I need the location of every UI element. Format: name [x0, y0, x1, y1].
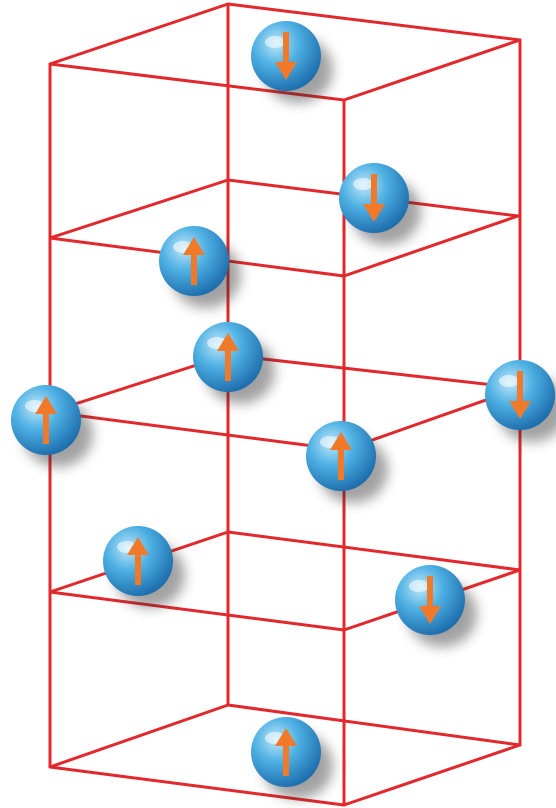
atom-lower-left	[103, 526, 185, 608]
atom-center-back	[193, 322, 275, 404]
lattice-edge-l3-2	[50, 592, 344, 630]
atom-bottom-front	[251, 717, 333, 799]
atom-highlight	[265, 36, 285, 48]
atom-upper-right	[339, 163, 421, 245]
atom-lower-right	[395, 565, 477, 647]
atom-middle-left	[11, 385, 93, 467]
lattice-edge-bot-3	[50, 705, 228, 767]
lattice-edge-bot-1	[344, 745, 520, 805]
lattice-edge-l2-2	[50, 412, 344, 450]
atom-middle-right	[485, 360, 556, 442]
atom-highlight	[499, 375, 519, 387]
atom-center-front	[306, 421, 388, 503]
atom-highlight	[409, 580, 429, 592]
lattice-edge-top-1	[344, 40, 520, 100]
atoms-group	[11, 21, 556, 799]
lattice-edge-l3-0	[228, 532, 520, 570]
atom-highlight	[353, 178, 373, 190]
lattice-edge-top-3	[50, 4, 228, 64]
lattice-edges	[50, 4, 520, 805]
